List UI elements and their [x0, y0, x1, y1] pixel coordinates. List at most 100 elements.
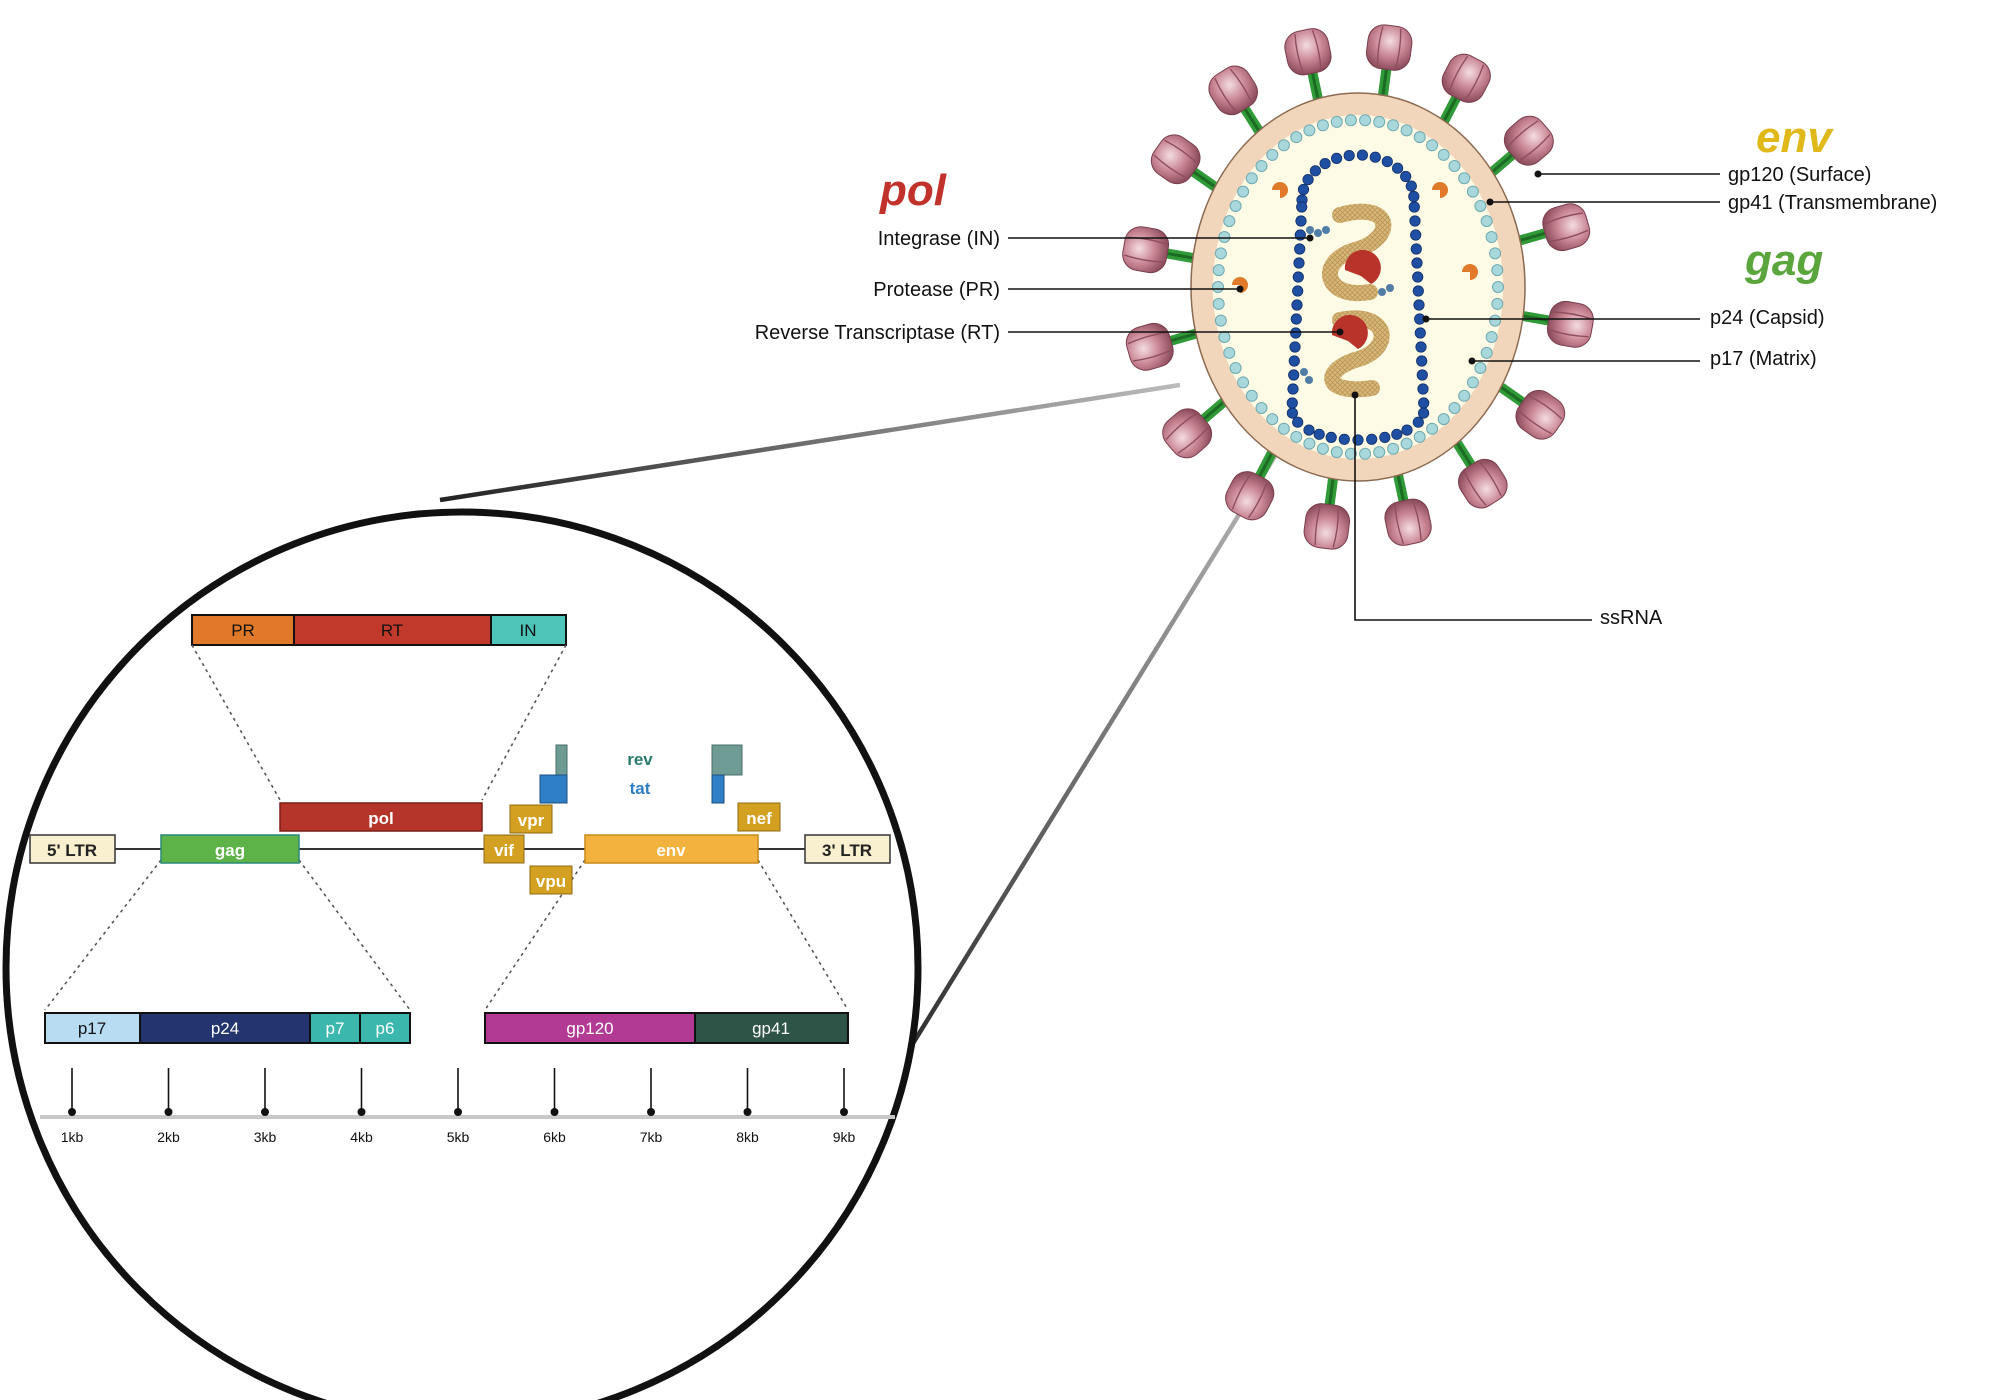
capsid-bead — [1286, 407, 1299, 419]
matrix-bead — [1413, 131, 1426, 144]
capsid-bead — [1381, 156, 1393, 168]
scale-tick-dot — [840, 1108, 848, 1116]
matrix-bead — [1223, 215, 1236, 228]
env-zoom-right — [757, 859, 849, 1011]
capsid-bead — [1309, 165, 1322, 177]
scale-tick-dot — [550, 1108, 559, 1116]
matrix-bead — [1489, 247, 1502, 260]
zoom-line-top — [439, 382, 1181, 503]
leader-p17-dot — [1468, 357, 1476, 365]
scale-tick-label: 2kb — [157, 1129, 180, 1145]
scale-tick-label: 1kb — [61, 1129, 84, 1145]
rev-exon-2 — [711, 744, 743, 776]
capsid-bead — [1297, 183, 1310, 196]
capsid-bead — [1413, 299, 1425, 311]
matrix-bead — [1359, 114, 1372, 127]
capsid-bead — [1410, 229, 1422, 241]
scale-tick-label: 6kb — [543, 1129, 566, 1145]
matrix-bead — [1437, 413, 1450, 426]
scale-tick-dot — [357, 1108, 366, 1116]
p6-label: p6 — [376, 1019, 395, 1038]
in-label: IN — [520, 621, 537, 640]
matrix-bead — [1214, 314, 1227, 327]
matrix-bead — [1373, 446, 1386, 459]
env-gene-label: env — [656, 841, 686, 860]
matrix-bead — [1485, 231, 1498, 243]
capsid-bead — [1288, 355, 1300, 367]
capsid-bead — [1417, 383, 1429, 395]
magnifier-circle — [2, 508, 922, 1400]
scale-tick-label: 8kb — [736, 1129, 759, 1145]
ltr3-label: 3' LTR — [822, 841, 872, 860]
capsid-bead — [1287, 383, 1299, 395]
capsid-bead — [1356, 149, 1369, 161]
vpu-gene-label: vpu — [536, 872, 566, 891]
ltr5-box — [29, 834, 116, 864]
pol-zoom-left — [191, 644, 281, 801]
matrix-bead — [1344, 114, 1357, 127]
env-title: env — [1756, 113, 1834, 162]
scale-tick-label: 7kb — [640, 1129, 663, 1145]
pol-zoom-right — [481, 644, 567, 801]
matrix-beads — [1212, 114, 1504, 460]
capsid-bead — [1286, 397, 1298, 409]
matrix-bead — [1223, 346, 1236, 359]
rt-enzyme-2 — [1331, 314, 1368, 349]
matrix-bead — [1426, 139, 1439, 152]
matrix-bead — [1316, 119, 1329, 132]
capsid-beads — [1286, 149, 1430, 446]
in-segment — [490, 614, 567, 646]
capsid-bead — [1343, 150, 1355, 162]
matrix-bead — [1387, 119, 1400, 132]
matrix-bead — [1266, 148, 1279, 161]
tat-exon-2 — [711, 774, 725, 804]
matrix-bead — [1387, 442, 1400, 455]
zoom-line-bottom — [873, 438, 1287, 1107]
leader-rt-dot — [1336, 328, 1344, 336]
vpr-gene — [509, 804, 553, 834]
capsid-bead — [1296, 201, 1308, 213]
capsid-bead — [1412, 271, 1424, 283]
matrix-bead — [1212, 297, 1225, 310]
capsid-bead — [1408, 201, 1420, 213]
rt-enzyme-1 — [1344, 249, 1381, 284]
capsid-bead — [1408, 190, 1420, 203]
matrix-bead — [1466, 376, 1479, 389]
genome-map: PR RT IN 5' LTR 3' LTR gag pol vif vpr v… — [29, 614, 895, 1145]
matrix-bead — [1277, 422, 1290, 435]
capsid-bead — [1295, 215, 1307, 227]
matrix-bead — [1448, 160, 1461, 172]
matrix-bead — [1316, 442, 1329, 455]
leader-gp41-dot — [1486, 198, 1494, 206]
matrix-bead — [1218, 231, 1231, 243]
capsid-bead — [1411, 257, 1423, 269]
p24-label: p24 — [211, 1019, 239, 1038]
rt-label: RT — [381, 621, 403, 640]
ltr5-label: 5' LTR — [47, 841, 97, 860]
capsid-bead — [1412, 285, 1424, 297]
matrix-bead — [1212, 281, 1224, 293]
capsid-bead — [1416, 369, 1428, 381]
matrix-bead — [1491, 297, 1504, 310]
capsid-bead — [1288, 369, 1300, 381]
matrix-bead — [1330, 446, 1343, 459]
matrix-bead — [1237, 376, 1250, 389]
vif-gene-label: vif — [494, 841, 514, 860]
matrix-bead — [1458, 389, 1471, 402]
p7-segment — [309, 1012, 361, 1044]
pol-gene — [279, 802, 483, 832]
matrix-bead — [1466, 185, 1479, 198]
matrix-bead — [1426, 422, 1439, 435]
gp120-label: gp120 — [566, 1019, 613, 1038]
integrase-molecule — [1300, 226, 1394, 384]
capsid-bead — [1418, 407, 1430, 419]
matrix-bead — [1359, 447, 1372, 460]
gag-zoom-right — [298, 859, 411, 1011]
scale-tick-label: 4kb — [350, 1129, 373, 1145]
matrix-bead — [1400, 124, 1413, 137]
leader-p24-dot — [1422, 315, 1430, 323]
capsid-bead — [1415, 341, 1427, 353]
p7-label: p7 — [326, 1019, 345, 1038]
rev-label: rev — [627, 750, 653, 769]
gp41-segment — [694, 1012, 849, 1044]
